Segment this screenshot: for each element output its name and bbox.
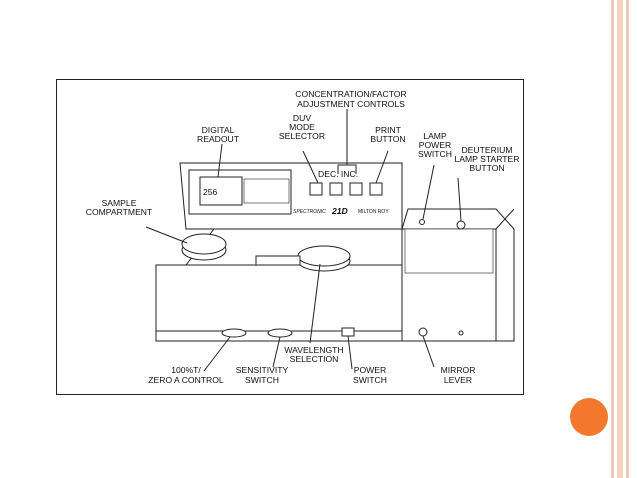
label-lamp-2: POWER — [419, 140, 451, 150]
label-sample-1: SAMPLE — [102, 198, 137, 208]
label-mirror-1: MIRROR — [441, 365, 476, 375]
model-label: 21D — [331, 206, 348, 216]
label-digital-readout-1: DIGITAL — [202, 125, 235, 135]
label-sensitivity-2: SWITCH — [245, 375, 279, 385]
label-mirror-2: LEVER — [444, 375, 472, 385]
label-concentration-2: ADJUSTMENT CONTROLS — [297, 99, 405, 109]
label-concentration-1: CONCENTRATION/FACTOR — [295, 89, 406, 99]
label-digital-readout-2: READOUT — [197, 134, 240, 144]
label-zero-1: 100%T/ — [171, 365, 201, 375]
label-power-2: SWITCH — [353, 375, 387, 385]
accent-circle — [570, 398, 608, 436]
label-zero-2: ZERO A CONTROL — [148, 375, 224, 385]
label-wavelength-1: WAVELENGTH — [284, 345, 343, 355]
label-deuterium-3: BUTTON — [469, 163, 504, 173]
label-lamp-3: SWITCH — [418, 149, 452, 159]
maker-label: MILTON ROY — [358, 209, 389, 215]
label-print-2: BUTTON — [370, 134, 405, 144]
label-sample-2: COMPARTMENT — [86, 207, 153, 217]
label-duv-1: DUV — [293, 113, 311, 123]
label-duv-2: MODE — [289, 122, 315, 132]
label-lamp-1: LAMP — [423, 131, 447, 141]
edge-stripe — [626, 0, 629, 478]
edge-stripe — [617, 0, 623, 478]
spectrophotometer-diagram: 256 DEC. INC. SPECTRONIC 21D MILTON ROY … — [86, 89, 520, 385]
display-value: 256 — [203, 187, 218, 197]
label-power-1: POWER — [354, 365, 386, 375]
edge-stripe — [611, 0, 614, 478]
dec-inc-label: DEC. INC. — [318, 169, 358, 179]
brand-label: SPECTRONIC — [293, 209, 326, 215]
label-sensitivity-1: SENSITIVITY — [236, 365, 289, 375]
label-duv-3: SELECTOR — [279, 131, 325, 141]
label-print-1: PRINT — [375, 125, 402, 135]
label-deuterium-2: LAMP STARTER — [455, 154, 520, 164]
label-wavelength-2: SELECTION — [290, 354, 339, 364]
label-deuterium-1: DEUTERIUM — [461, 145, 512, 155]
